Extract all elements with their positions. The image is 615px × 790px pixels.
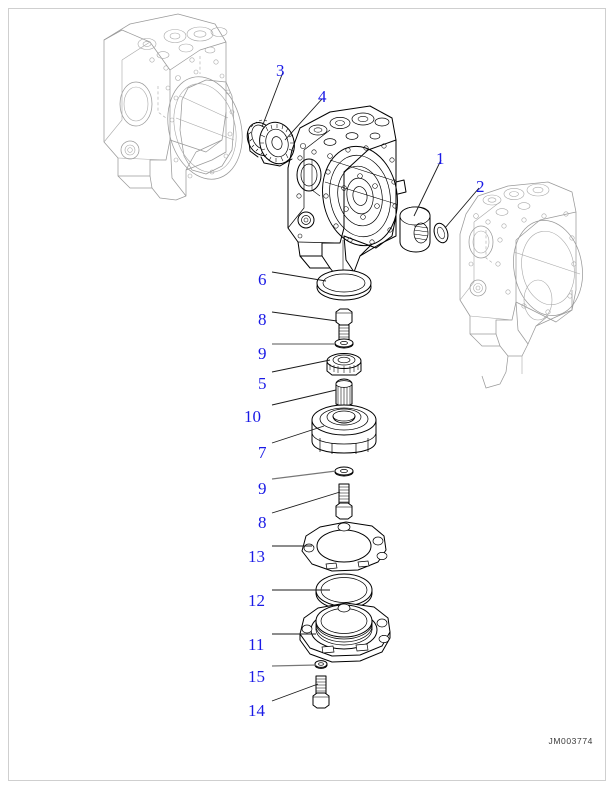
part-2-small-o-ring xyxy=(433,222,449,244)
part-1-coupling-sleeve xyxy=(399,206,431,253)
callout-15: 15 xyxy=(248,667,265,686)
part-7-drive-hub xyxy=(311,404,377,454)
part-4-splined-coupling xyxy=(259,121,295,167)
part-6-large-o-ring xyxy=(316,269,372,301)
callout-9-lower: 9 xyxy=(258,479,267,498)
callout-12: 12 xyxy=(248,591,265,610)
callout-10: 10 xyxy=(244,407,261,426)
leader-lines xyxy=(261,71,480,702)
callout-5: 5 xyxy=(258,374,267,393)
callout-9-upper: 9 xyxy=(258,344,267,363)
drawing-number: JM003774 xyxy=(548,736,593,746)
right-pump-body xyxy=(459,181,583,389)
part-13-gasket-plate xyxy=(301,521,388,572)
part-9-washer-upper xyxy=(334,338,354,349)
callout-6: 6 xyxy=(258,270,267,289)
callout-11: 11 xyxy=(248,635,265,654)
center-pump-body xyxy=(287,105,407,279)
part-14-hex-bolt-short xyxy=(312,675,330,709)
part-11-mounting-flange xyxy=(299,602,391,663)
part-15-small-washer xyxy=(314,660,328,669)
callout-7: 7 xyxy=(258,443,267,462)
part-5-flanged-nut xyxy=(326,353,362,376)
callout-3: 3 xyxy=(276,61,285,80)
callout-4: 4 xyxy=(318,87,327,106)
left-pump-body xyxy=(103,13,243,201)
callout-1: 1 xyxy=(436,149,445,168)
callout-14: 14 xyxy=(248,701,265,720)
callout-8-upper: 8 xyxy=(258,310,267,329)
part-9-washer-lower xyxy=(334,466,354,477)
part-10-spline-bushing xyxy=(335,378,353,408)
callout-8-lower: 8 xyxy=(258,513,267,532)
part-8-hex-bolt-lower xyxy=(335,483,353,520)
part-12-flange-o-ring xyxy=(315,573,373,610)
callout-13: 13 xyxy=(248,547,265,566)
callout-2: 2 xyxy=(476,177,485,196)
